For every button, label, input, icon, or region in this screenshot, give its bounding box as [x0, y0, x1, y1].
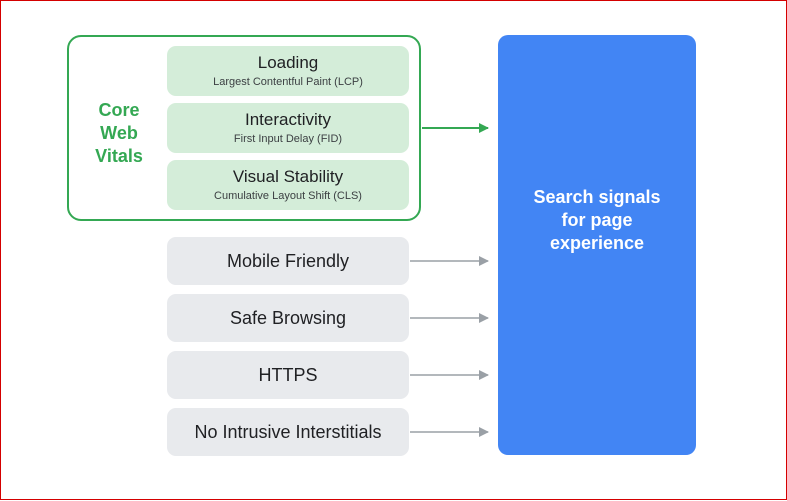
search-signals-box: Search signals for page experience	[498, 35, 696, 455]
signal-https: HTTPS	[167, 351, 409, 399]
metric-subtitle: Cumulative Layout Shift (CLS)	[214, 190, 362, 202]
core-web-vitals-label: Core Web Vitals	[81, 99, 157, 168]
search-signals-label: Search signals for page experience	[533, 186, 660, 255]
metric-title: Interactivity	[245, 110, 331, 129]
metric-visual-stability: Visual Stability Cumulative Layout Shift…	[167, 160, 409, 210]
cwv-label-line: Core	[98, 100, 140, 120]
signal-mobile-friendly: Mobile Friendly	[167, 237, 409, 285]
metric-title: Visual Stability	[232, 167, 344, 186]
cwv-label-line: Vitals	[95, 146, 143, 166]
metric-interactivity: Interactivity First Input Delay (FID)	[167, 103, 409, 153]
signal-no-intrusive-interstitials: No Intrusive Interstitials	[167, 408, 409, 456]
signal-safe-browsing: Safe Browsing	[167, 294, 409, 342]
metric-loading: Loading Largest Contentful Paint (LCP)	[167, 46, 409, 96]
search-signals-line: Search signals	[533, 186, 661, 207]
metric-title: Loading	[257, 53, 319, 72]
metric-subtitle: Largest Contentful Paint (LCP)	[213, 76, 363, 88]
cwv-label-line: Web	[100, 123, 138, 143]
metric-subtitle: First Input Delay (FID)	[233, 133, 343, 145]
search-signals-line: experience	[549, 232, 645, 253]
search-signals-line: for page	[561, 209, 633, 230]
